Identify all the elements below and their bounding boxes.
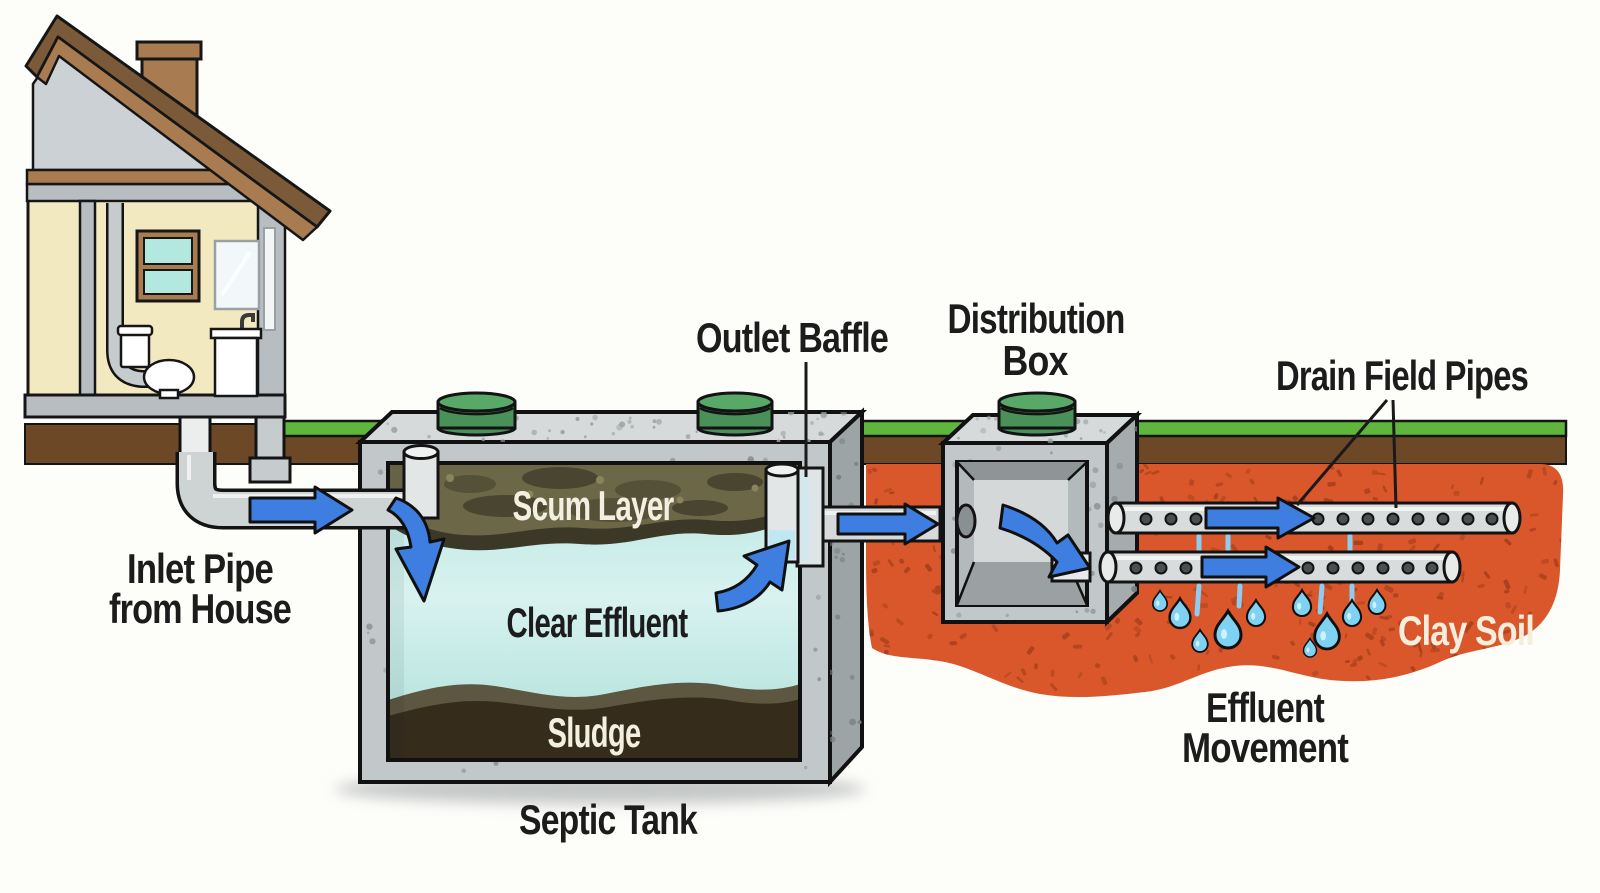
label-distribution-line1: Distribution [948, 295, 1125, 342]
tank-lid-1 [436, 391, 517, 437]
label-effluent-line2: Movement [1182, 724, 1349, 771]
labels: Inlet Pipe from House Outlet Baffle Dist… [109, 295, 1535, 843]
inlet-pipe [175, 452, 417, 535]
outlet-flow-arrow [836, 502, 940, 546]
stack-pipe [254, 411, 286, 461]
drain-field [1098, 496, 1522, 658]
label-scum-layer: Scum Layer [513, 482, 674, 529]
label-clay-soil: Clay Soil [1398, 607, 1534, 654]
dbox-lid [997, 391, 1077, 437]
inlet-flow-arrow [248, 485, 354, 535]
label-distribution-line2: Box [1003, 337, 1069, 384]
outlet-up-arrow [714, 539, 791, 613]
chimney-cap [135, 40, 203, 61]
scum-texture [444, 467, 763, 522]
inlet-down-arrow [386, 496, 446, 603]
wall-top-plate [25, 182, 255, 203]
dbox-flow-arrow [998, 503, 1092, 579]
downspout [263, 227, 276, 331]
drain-pipe-lower [1098, 545, 1462, 589]
label-inlet-pipe-line2: from House [109, 585, 291, 632]
label-outlet-baffle: Outlet Baffle [696, 314, 888, 361]
mirror-panel [213, 239, 261, 311]
tank-top-face [354, 410, 868, 444]
outlet-assembly [714, 462, 942, 613]
sink [209, 313, 263, 398]
label-sludge: Sludge [548, 709, 641, 756]
label-effluent-line1: Effluent [1206, 684, 1325, 731]
inlet-baffle [386, 444, 446, 603]
baffle-plate [795, 466, 825, 568]
lower-pipe-arrow [1200, 545, 1301, 589]
toilet [116, 324, 196, 400]
window [135, 229, 201, 303]
distribution-box [937, 391, 1143, 627]
outlet-baffle-pipe [764, 462, 800, 564]
drain-pipes-pointer-2 [1391, 399, 1398, 509]
tank-lid-2 [696, 391, 774, 437]
septic-tank [335, 391, 868, 804]
drain-pipes-pointer-1 [1295, 399, 1389, 506]
house [23, 14, 332, 484]
stack-coupling [248, 456, 292, 484]
trickle-streams [1194, 533, 1355, 617]
wall-stud [78, 199, 97, 398]
house-floor [23, 393, 287, 419]
drain-pipe-upper [1106, 496, 1522, 540]
label-septic-tank: Septic Tank [519, 796, 698, 843]
upper-pipe-arrow [1204, 496, 1316, 540]
dbox-inlet-hole [955, 503, 977, 539]
dbox-interior [955, 460, 1092, 607]
label-inlet-pipe-line1: Inlet Pipe [127, 545, 273, 592]
label-clear-effluent: Clear Effluent [507, 599, 689, 646]
sludge-lower [388, 697, 800, 760]
toilet-drain-pipe [178, 411, 212, 457]
eave-band [25, 168, 234, 186]
tank-interior [386, 461, 802, 762]
roof-trim-inner [35, 35, 319, 242]
vent-pipe [106, 203, 152, 388]
label-drain-field-pipes: Drain Field Pipes [1276, 352, 1528, 399]
tank-right-face [828, 407, 864, 788]
